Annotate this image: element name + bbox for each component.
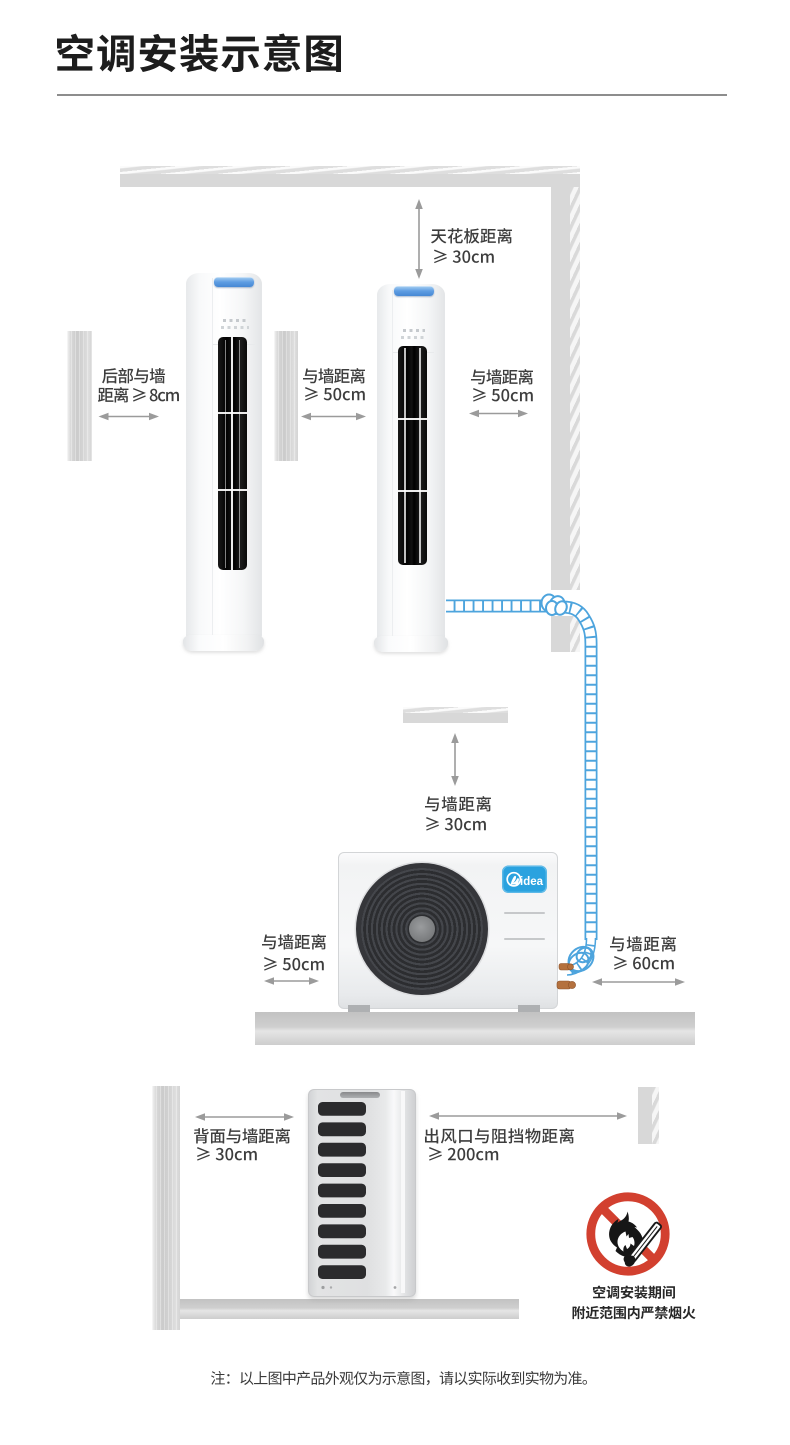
svg-text:idea: idea [520,876,544,888]
